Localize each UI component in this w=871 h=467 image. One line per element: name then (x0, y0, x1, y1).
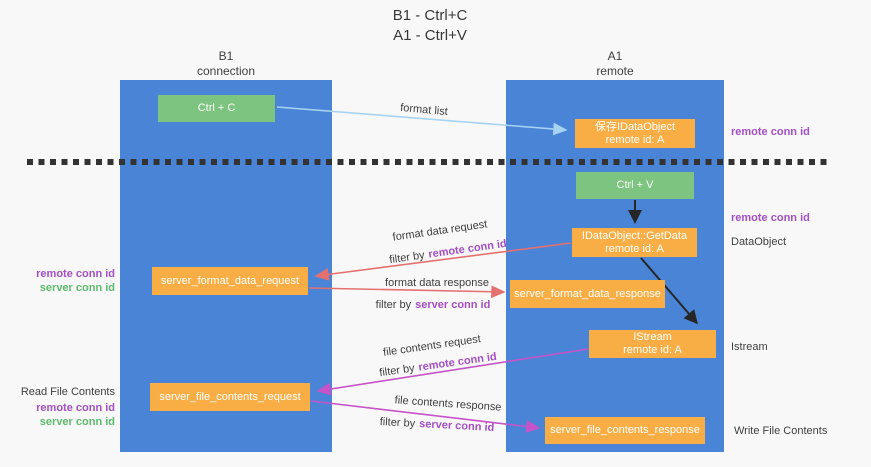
arrow-file-contents-response (310, 400, 541, 433)
title-line-1: B1 - Ctrl+C (392, 7, 468, 24)
left-label-read-file-contents: Read File Contents (20, 386, 115, 398)
right-column-header: A1 remote (545, 49, 685, 79)
node-istream-line2: remote id: A (623, 344, 682, 356)
arrow-file-contents-request (316, 348, 589, 396)
node-save-idataobject: 保存IDataObject remote id: A (575, 119, 695, 148)
node-server-file-contents-response-label: server_file_contents_response (550, 424, 700, 436)
right-label-dataobject: DataObject (731, 236, 787, 248)
node-getdata-line1: IDataObject::GetData (581, 229, 688, 242)
arrow-getdata-to-istream (640, 257, 698, 325)
right-label-write-file-contents: Write File Contents (734, 425, 828, 437)
node-istream: IStream remote id: A (589, 330, 716, 358)
right-label-istream: Istream (731, 341, 768, 353)
node-save-idataobject-line1: 保存IDataObject (594, 120, 676, 133)
node-server-format-data-request-label: server_format_data_request (160, 274, 300, 287)
arrow-format-data-response (308, 285, 506, 299)
node-ctrl-v-label: Ctrl + V (616, 179, 654, 191)
node-server-file-contents-request-label: server_file_contents_request (159, 390, 301, 403)
node-idataobject-getdata: IDataObject::GetData remote id: A (572, 228, 697, 257)
node-ctrl-c: Ctrl + C (158, 95, 275, 122)
left-header-line1: B1 (218, 49, 234, 63)
right-header-line2: remote (596, 64, 634, 78)
left-label-remote-conn-id-2: remote conn id (36, 402, 115, 414)
filter-prefix: filter by (379, 416, 416, 430)
left-label-server-conn-id-2: server conn id (39, 416, 115, 428)
node-istream-line1: IStream (633, 331, 672, 343)
arrow-format-data-request (314, 242, 572, 281)
title-line-2: A1 - Ctrl+V (393, 27, 467, 44)
node-save-idataobject-line2: remote id: A (605, 133, 665, 146)
filter-value-server-conn-id: server conn id (415, 299, 491, 311)
filter-prefix: filter by (375, 299, 412, 311)
right-label-remote-conn-id-1: remote conn id (731, 126, 810, 138)
arrow-format-list (276, 106, 568, 136)
left-header-line2: connection (196, 64, 256, 78)
node-server-file-contents-response: server_file_contents_response (545, 417, 705, 444)
left-column-header: B1 connection (156, 49, 296, 79)
node-server-file-contents-request: server_file_contents_request (150, 383, 310, 411)
right-label-remote-conn-id-2: remote conn id (731, 212, 810, 224)
node-server-format-data-response-label: server_format_data_response (514, 287, 661, 300)
node-getdata-line2: remote id: A (605, 242, 664, 255)
diagram-title: B1 - Ctrl+C A1 - Ctrl+V (0, 6, 860, 46)
label-format-data-response: format data response (385, 277, 489, 289)
left-label-server-conn-id-1: server conn id (39, 282, 115, 294)
node-ctrl-v: Ctrl + V (576, 172, 694, 199)
node-server-format-data-request: server_format_data_request (152, 267, 308, 295)
node-server-format-data-response: server_format_data_response (510, 280, 665, 308)
right-header-line1: A1 (607, 49, 623, 63)
left-label-remote-conn-id-1: remote conn id (36, 268, 115, 280)
node-ctrl-c-label: Ctrl + C (197, 102, 236, 114)
